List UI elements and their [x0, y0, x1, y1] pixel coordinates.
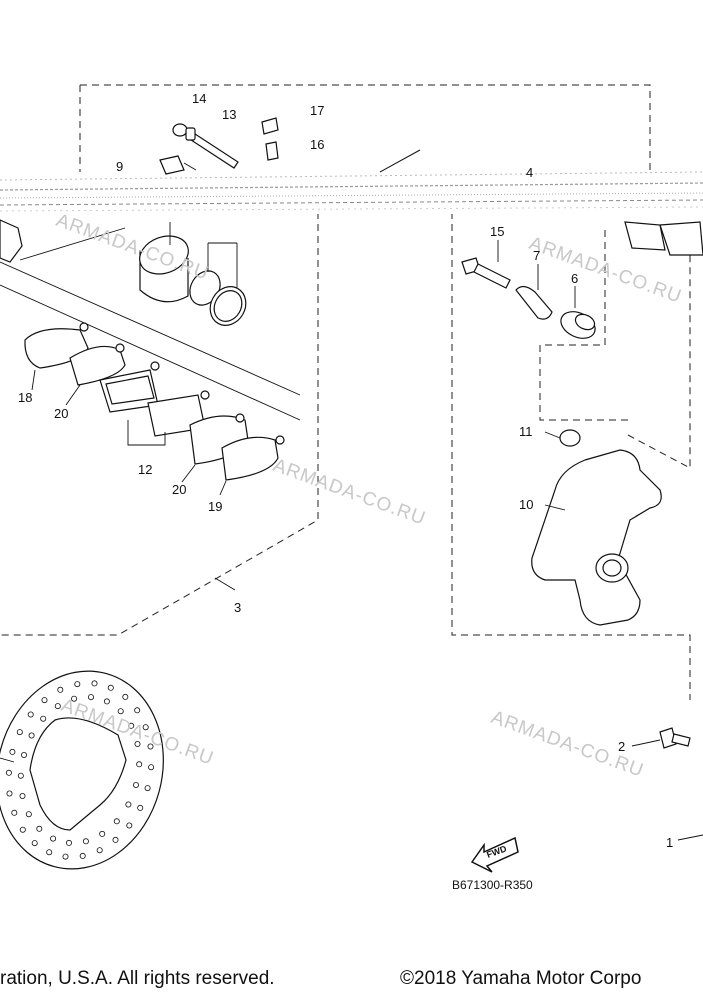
- callout-6: 6: [571, 271, 578, 286]
- disc-hole: [88, 694, 95, 701]
- callout-18: 18: [18, 390, 32, 405]
- disc-hole: [79, 852, 86, 859]
- disc-hole: [5, 769, 12, 776]
- disc-hole: [147, 743, 154, 750]
- disc-hole: [96, 847, 103, 854]
- disc-hole: [117, 708, 124, 715]
- disc-hole: [46, 849, 53, 856]
- disc-hole: [137, 804, 144, 811]
- disc-hole: [16, 729, 23, 736]
- callout-3: 3: [234, 600, 241, 615]
- disc-hole: [62, 853, 69, 860]
- disc-hole: [66, 839, 73, 846]
- disc-hole: [19, 826, 26, 833]
- disc-hole: [54, 703, 61, 710]
- disc-hole: [11, 809, 18, 816]
- copyright-left: ration, U.S.A. All rights reserved.: [0, 968, 275, 989]
- caliper-piston-seals: [139, 222, 247, 326]
- callout-20b: 20: [172, 482, 186, 497]
- disc-hole: [19, 793, 26, 800]
- disc-hole: [132, 782, 139, 789]
- disc-hole: [91, 680, 98, 687]
- disc-hole: [126, 822, 133, 829]
- disc-hole: [71, 695, 78, 702]
- callout-4: 4: [526, 165, 533, 180]
- disc-hole: [9, 748, 16, 755]
- disc-hole: [148, 764, 155, 771]
- bracket-pins: [461, 221, 703, 339]
- disc-hole: [136, 761, 143, 768]
- disc-hole: [112, 836, 119, 843]
- disc-hole: [144, 785, 151, 792]
- caliper-bracket: [531, 429, 662, 626]
- disc-hole: [128, 722, 135, 729]
- callout-17: 17: [310, 103, 324, 118]
- brake-disc: [0, 670, 164, 870]
- disc-hole: [99, 830, 106, 837]
- disc-hole: [82, 838, 89, 845]
- disc-hole: [36, 825, 43, 832]
- disc-hole: [17, 772, 24, 779]
- disc-hole: [6, 790, 13, 797]
- disc-hole: [31, 840, 38, 847]
- disc-hole: [27, 711, 34, 718]
- callout-19: 19: [208, 499, 222, 514]
- copyright-right: ©2018 Yamaha Motor Corpo: [400, 968, 642, 989]
- callout-10: 10: [519, 497, 533, 512]
- disc-hole: [50, 835, 57, 842]
- callout-14: 14: [192, 91, 206, 106]
- callout-20a: 20: [54, 406, 68, 421]
- callout-9: 9: [116, 159, 123, 174]
- disc-hole: [134, 707, 141, 714]
- diagram-code: B671300-R350: [452, 878, 533, 892]
- bleed-parts: [159, 117, 279, 175]
- scan-artifact-band: [0, 149, 703, 214]
- assembly-boundaries: [0, 84, 691, 700]
- disc-hole: [57, 686, 64, 693]
- caliper-edge: [0, 219, 126, 263]
- disc-hole: [142, 724, 149, 731]
- callout-7: 7: [533, 248, 540, 263]
- callout-11: 11: [519, 424, 533, 439]
- disc-hole: [125, 801, 132, 808]
- disc-hole: [40, 715, 47, 722]
- brake-pad-kit: [0, 261, 301, 591]
- disc-hole: [25, 811, 32, 818]
- watermark-3: ARMADA-CO.RU: [270, 455, 428, 530]
- disc-hole: [28, 732, 35, 739]
- fwd-arrow-icon: FWD: [470, 836, 519, 873]
- disc-hole: [74, 681, 81, 688]
- disc-hole: [134, 741, 141, 748]
- callout-15: 15: [490, 224, 504, 239]
- disc-hole: [107, 684, 114, 691]
- callout-1: 1: [666, 835, 673, 850]
- callout-12: 12: [138, 462, 152, 477]
- callouts: 14 13 9 17 16 4 15 7 6 18 20 12 20 19 11…: [18, 91, 673, 850]
- disc-hole: [113, 818, 120, 825]
- axle-bolt: [631, 727, 703, 841]
- disc-hole: [20, 752, 27, 759]
- disc-hole: [41, 697, 48, 704]
- callout-2: 2: [618, 739, 625, 754]
- disc-hole: [122, 693, 129, 700]
- callout-13: 13: [222, 107, 236, 122]
- disc-hole: [103, 698, 110, 705]
- callout-16: 16: [310, 137, 324, 152]
